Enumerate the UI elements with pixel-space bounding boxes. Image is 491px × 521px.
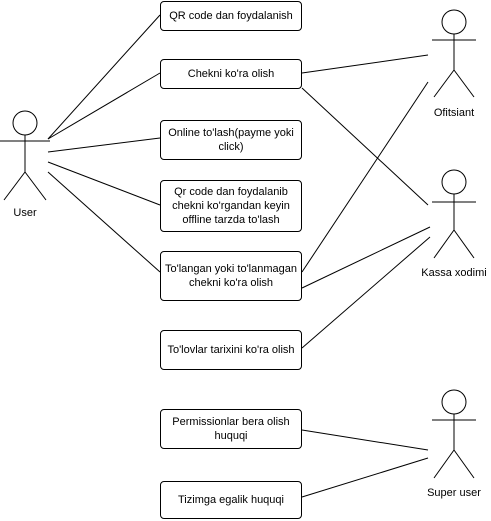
assoc-tolangan-kassa bbox=[301, 226, 431, 289]
actor-head bbox=[441, 9, 467, 35]
actor-kassa-label: Kassa xodimi bbox=[421, 267, 487, 279]
actor-user-label: User bbox=[13, 207, 37, 219]
actor-kassa-figure bbox=[432, 169, 476, 259]
use-case-qr[interactable]: QR code dan foydalanish bbox=[160, 1, 302, 31]
actor-ofitsiant-label: Ofitsiant bbox=[433, 107, 475, 119]
actor-super-label: Super user bbox=[427, 487, 481, 499]
actor-head bbox=[12, 110, 38, 136]
use-case-tolangan[interactable]: To'langan yoki to'lanmagan chekni ko'ra … bbox=[160, 251, 302, 301]
assoc-user-offline bbox=[47, 161, 161, 206]
actor-super-figure bbox=[432, 389, 476, 479]
assoc-tolangan-ofitsiant bbox=[301, 81, 429, 273]
use-case-online[interactable]: Online to'lash(payme yoki click) bbox=[160, 120, 302, 160]
use-case-chek[interactable]: Chekni ko'ra olish bbox=[160, 59, 302, 89]
actor-head bbox=[441, 389, 467, 415]
assoc-user-qr bbox=[47, 14, 161, 140]
use-case-egalik[interactable]: Tizimga egalik huquqi bbox=[160, 481, 302, 519]
use-case-tarix[interactable]: To'lovlar tarixini ko'ra olish bbox=[160, 330, 302, 370]
actor-head bbox=[441, 169, 467, 195]
assoc-permission-super bbox=[301, 429, 429, 451]
use-case-permission[interactable]: Permissionlar bera olish huquqi bbox=[160, 409, 302, 449]
assoc-user-tolangan bbox=[47, 171, 161, 273]
actor-user-figure bbox=[0, 110, 50, 201]
assoc-chek-ofitsiant bbox=[301, 54, 429, 74]
associations bbox=[47, 14, 431, 498]
assoc-egalik-super bbox=[301, 457, 429, 498]
assoc-user-chek bbox=[47, 72, 161, 140]
assoc-tarix-kassa bbox=[301, 236, 431, 349]
actor-ofitsiant-figure bbox=[432, 9, 476, 98]
assoc-chek-kassa bbox=[301, 87, 429, 206]
use-case-offline[interactable]: Qr code dan foydalanib chekni ko'rgandan… bbox=[160, 180, 302, 232]
assoc-user-online bbox=[47, 137, 161, 153]
